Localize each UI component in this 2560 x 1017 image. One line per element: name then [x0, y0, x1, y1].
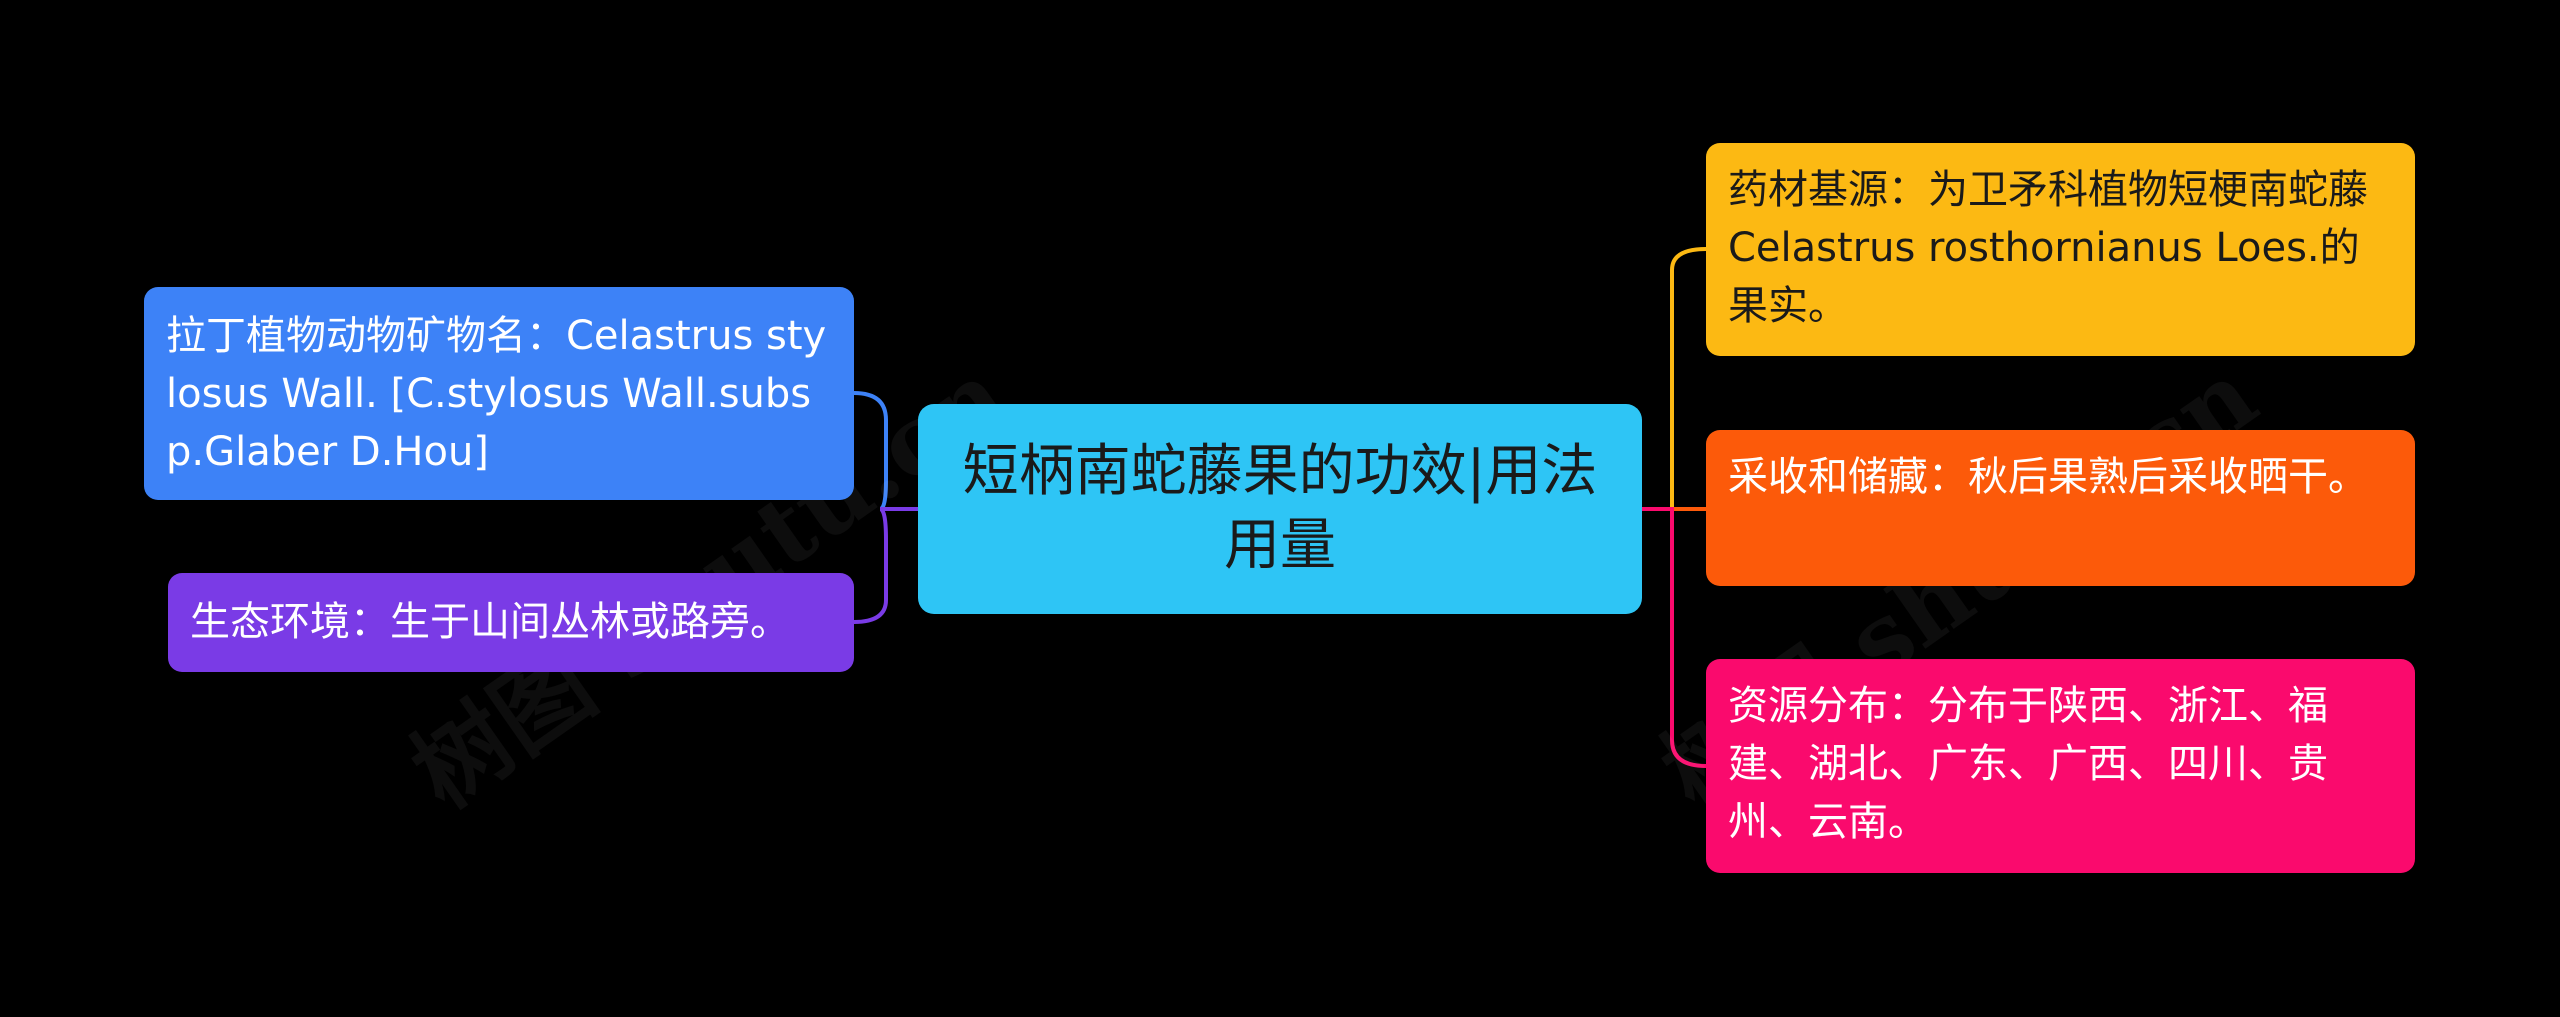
- connector-right-1: [1642, 247, 1707, 511]
- connector-right-3: [1642, 507, 1707, 768]
- connector-left-1: [853, 391, 918, 511]
- branch-habitat-label: 生态环境：生于山间丛林或路旁。: [190, 599, 790, 645]
- branch-distribution[interactable]: 资源分布：分布于陕西、浙江、福建、湖北、广东、广西、四川、贵州、云南。: [1706, 659, 2415, 873]
- branch-latin-name[interactable]: 拉丁植物动物矿物名：Celastrus stylosus Wall. [C.st…: [144, 287, 854, 500]
- branch-latin-name-label: 拉丁植物动物矿物名：Celastrus stylosus Wall. [C.st…: [166, 313, 827, 475]
- connector-left-2: [853, 507, 918, 624]
- branch-habitat[interactable]: 生态环境：生于山间丛林或路旁。: [168, 573, 854, 672]
- branch-harvest-storage[interactable]: 采收和储藏：秋后果熟后采收晒干。: [1706, 430, 2415, 586]
- branch-source[interactable]: 药材基源：为卫矛科植物短梗南蛇藤Celastrus rosthornianus …: [1706, 143, 2415, 356]
- central-topic[interactable]: 短柄南蛇藤果的功效|用法用量: [918, 404, 1642, 614]
- branch-distribution-label: 资源分布：分布于陕西、浙江、福建、湖北、广东、广西、四川、贵州、云南。: [1728, 683, 2328, 845]
- branch-harvest-storage-label: 采收和储藏：秋后果熟后采收晒干。: [1728, 454, 2368, 500]
- central-topic-label: 短柄南蛇藤果的功效|用法用量: [962, 439, 1598, 578]
- branch-source-label: 药材基源：为卫矛科植物短梗南蛇藤Celastrus rosthornianus …: [1728, 167, 2368, 329]
